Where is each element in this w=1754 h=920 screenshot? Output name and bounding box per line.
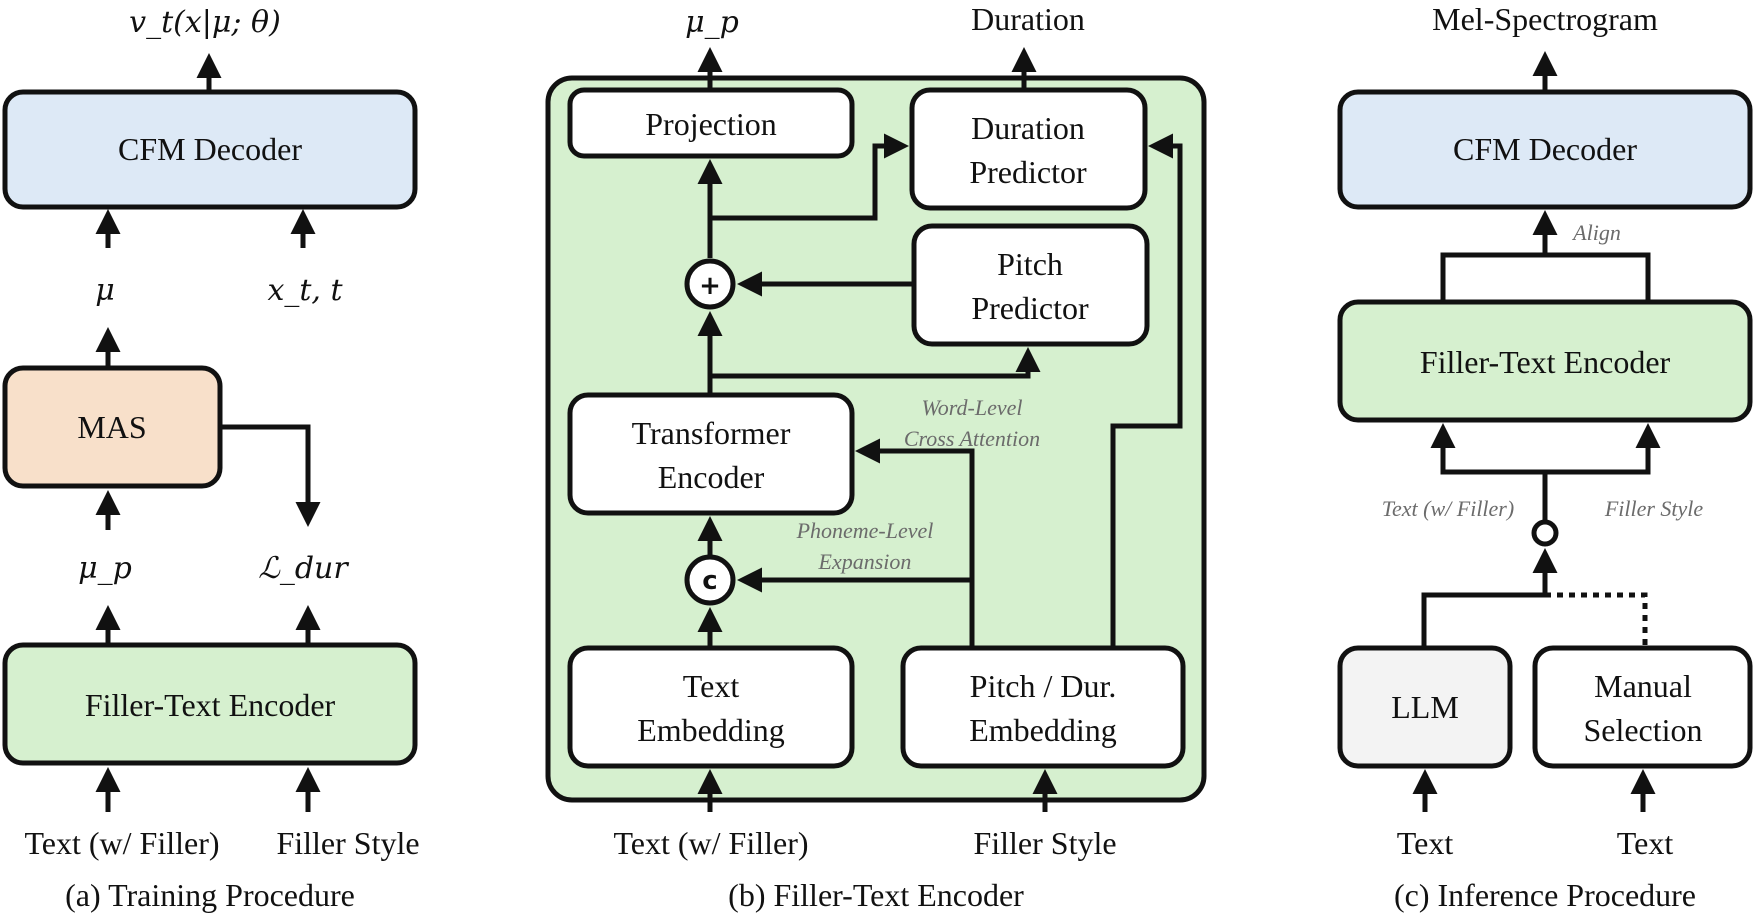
llm-box <box>1337 645 1513 769</box>
cfm-decoder-box-c <box>1337 89 1753 210</box>
pitch-dur-embedding-box <box>900 645 1186 769</box>
input-text-label: Text (w/ Filler) <box>24 825 219 861</box>
transformer-encoder-box <box>567 392 855 516</box>
manual-selection-line1: Manual <box>1594 668 1692 704</box>
pitch-predictor-line1: Pitch <box>997 246 1063 282</box>
text-embedding-box <box>567 645 855 769</box>
caption-c: (c) Inference Procedure <box>1394 877 1696 913</box>
mas-label: MAS <box>77 409 146 445</box>
arrow-text-filler-encoder <box>1430 423 1545 475</box>
filler-text-encoder-box <box>2 642 418 766</box>
llm-path <box>1421 592 1545 648</box>
output-duration-label: Duration <box>971 1 1085 37</box>
cfm-decoder-label-c: CFM Decoder <box>1453 131 1637 167</box>
output-mup-label: μ_p <box>685 5 739 40</box>
pitch-dur-embedding-line1: Pitch / Dur. <box>970 668 1117 704</box>
manual-selection-path <box>1545 592 1648 648</box>
input-text-llm: Text <box>1397 825 1454 861</box>
mu-label: μ <box>95 273 115 308</box>
arrow-embedding-duration-predictor <box>1110 133 1183 648</box>
text-embedding-line1: Text <box>683 668 740 704</box>
align-bracket <box>1440 252 1651 302</box>
panel-b: μ_p Duration Projection Duration Predict… <box>545 1 1207 913</box>
filler-text-encoder-label: Filler-Text Encoder <box>85 687 336 723</box>
input-text-manual: Text <box>1617 825 1674 861</box>
projection-box <box>567 87 855 159</box>
input-style-label: Filler Style <box>276 825 419 861</box>
transformer-encoder-line2: Encoder <box>658 459 765 495</box>
concat-circle <box>684 554 736 606</box>
arrow-mas-ldur <box>220 424 321 527</box>
transformer-encoder-line1: Transformer <box>632 415 791 451</box>
pitch-predictor-box <box>911 223 1150 347</box>
ldur-label: ℒ_dur <box>258 551 349 586</box>
mel-spectrogram-label: Mel-Spectrogram <box>1432 1 1658 37</box>
xt-label: x_t, t <box>267 273 343 308</box>
duration-predictor-box <box>909 87 1148 211</box>
panel-c: Mel-Spectrogram CFM Decoder Align Filler… <box>1337 1 1753 913</box>
cfm-decoder-box <box>2 89 418 210</box>
selector-circle <box>1531 519 1559 547</box>
manual-selection-line2: Selection <box>1583 712 1702 748</box>
arrow-to-duration-predictor <box>710 133 909 221</box>
filler-text-encoder-label-c: Filler-Text Encoder <box>1420 344 1671 380</box>
pitch-predictor-line2: Predictor <box>971 290 1089 326</box>
plus-symbol: + <box>699 271 721 301</box>
plus-circle <box>684 258 736 310</box>
mup-label: μ_p <box>78 551 132 586</box>
velocity-output-label: v_t(x|μ; θ) <box>129 5 281 40</box>
caption-a: (a) Training Procedure <box>65 877 355 913</box>
text-filler-note: Text (w/ Filler) <box>1382 496 1514 521</box>
duration-predictor-line2: Predictor <box>969 154 1087 190</box>
panel-a: v_t(x|μ; θ) CFM Decoder μ x_t, t MAS μ_p… <box>2 5 420 913</box>
filler-text-encoder-box-c <box>1337 299 1753 423</box>
input-text-label-b: Text (w/ Filler) <box>613 825 808 861</box>
phoneme-level-note-line2: Expansion <box>818 549 912 574</box>
cfm-decoder-label: CFM Decoder <box>118 131 302 167</box>
filler-style-note: Filler Style <box>1604 496 1704 521</box>
pitch-dur-embedding-line2: Embedding <box>969 712 1117 748</box>
align-note: Align <box>1571 220 1621 245</box>
text-embedding-line2: Embedding <box>637 712 785 748</box>
projection-label: Projection <box>645 106 777 142</box>
input-style-label-b: Filler Style <box>973 825 1116 861</box>
word-level-note-line2: Cross Attention <box>904 426 1040 451</box>
concat-symbol: c <box>702 566 717 596</box>
phoneme-level-note-line1: Phoneme-Level <box>796 518 934 543</box>
arrow-filler-style-encoder <box>1545 423 1661 475</box>
manual-selection-box <box>1532 645 1753 769</box>
arrow-to-pitch-predictor <box>710 347 1041 379</box>
word-level-note-line1: Word-Level <box>921 395 1022 420</box>
llm-label: LLM <box>1391 689 1459 725</box>
duration-predictor-line1: Duration <box>971 110 1085 146</box>
caption-b: (b) Filler-Text Encoder <box>728 877 1024 913</box>
